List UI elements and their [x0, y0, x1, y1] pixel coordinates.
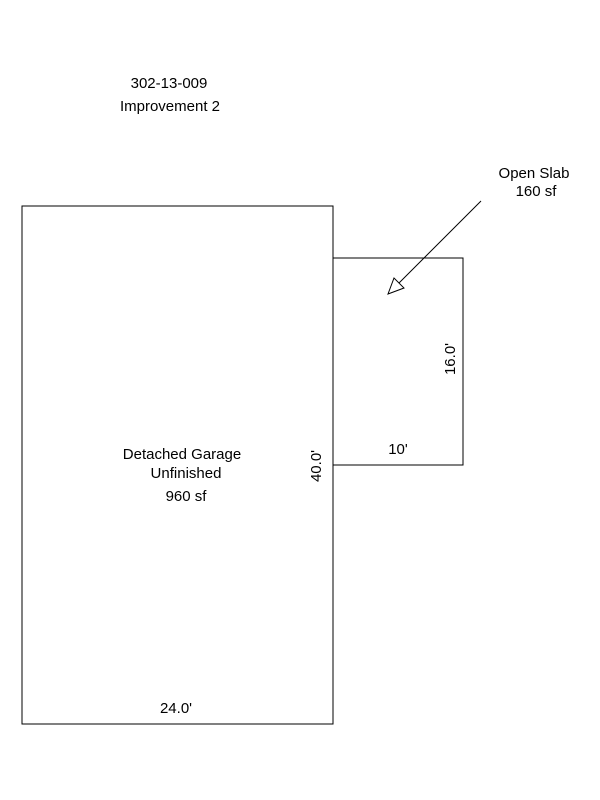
garage-name-label: Detached Garage: [122, 446, 242, 463]
improvement-label: Improvement 2: [119, 98, 221, 115]
slab-outline: [333, 257, 464, 466]
garage-depth-dimension: 40.0': [308, 449, 325, 483]
slab-area-label: 160 sf: [515, 183, 557, 200]
slab-width-dimension: 10': [388, 441, 408, 458]
garage-area-label: 960 sf: [165, 488, 207, 505]
callout-arrow: [387, 200, 482, 295]
parcel-number: 302-13-009: [130, 75, 208, 92]
garage-width-dimension: 24.0': [159, 700, 193, 717]
garage-status-label: Unfinished: [150, 465, 222, 482]
slab-name-label: Open Slab: [498, 165, 570, 182]
slab-depth-dimension: 16.0': [442, 342, 459, 376]
